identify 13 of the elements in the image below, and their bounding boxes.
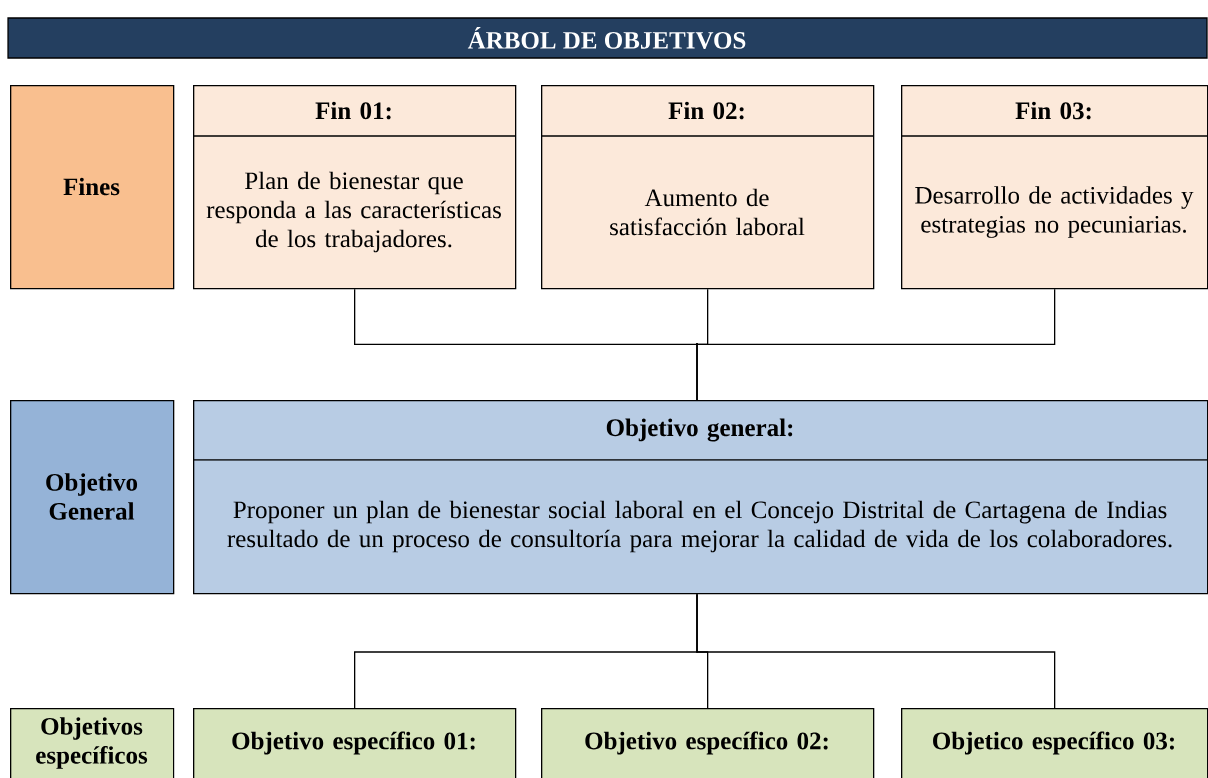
objective-box: Objetivo específico 01: (193, 708, 517, 778)
goal-box: Fin 03: Desarrollo de actividades y estrategias no pecuniarias. (900, 85, 1208, 290)
connector-line (696, 593, 1056, 709)
goal-box: Fin 01: Plan de bienestar que responda a las características de los trabajadores. (192, 85, 517, 290)
connector-line (696, 288, 1056, 401)
objective-box: Objetico específico 03: (901, 708, 1208, 778)
title-band: ÁRBOL DE OBJETIVOS (7, 17, 1208, 59)
row-label-box: Objetivo General (10, 400, 175, 595)
row-label-box: Objetivos específicos (10, 708, 175, 778)
goal-box: Fin 02: Aumento de satisfacción laboral (540, 85, 875, 290)
row-label-box: Fines (10, 85, 175, 290)
objective-box: Objetivo específico 02: (541, 708, 875, 778)
objective-box: Objetivo general: Proponer un plan de bienestar social laboral en el Concejo Distrital de Cartagena de Indias resultado de un proceso de consultoría para mejorar la calidad de vida de los colaboradores. (192, 400, 1208, 595)
